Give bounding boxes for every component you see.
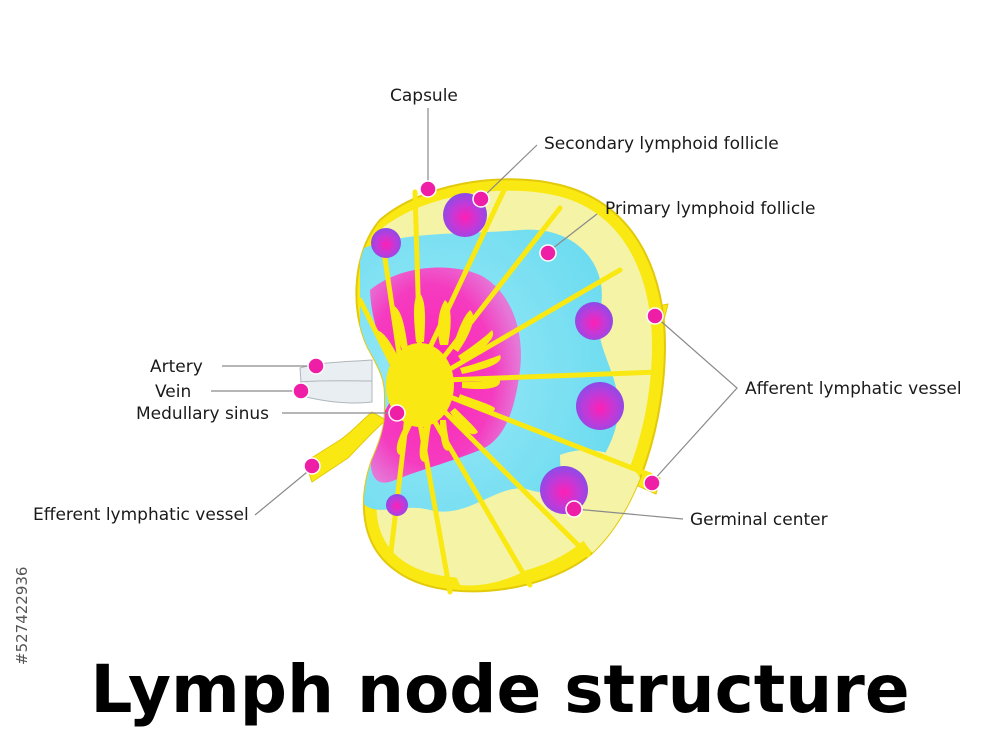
germinal-center-marker bbox=[565, 500, 583, 518]
afferent-top-marker bbox=[646, 307, 664, 325]
label-primary-follicle: Primary lymphoid follicle bbox=[605, 199, 815, 219]
afferent-bottom-marker bbox=[643, 474, 661, 492]
secondary-follicle-marker bbox=[472, 190, 490, 208]
label-medullary-sinus: Medullary sinus bbox=[136, 404, 269, 424]
label-efferent: Efferent lymphatic vessel bbox=[33, 505, 249, 525]
leader-lines bbox=[211, 108, 738, 520]
label-afferent: Afferent lymphatic vessel bbox=[745, 379, 962, 399]
vein-marker bbox=[292, 382, 310, 400]
primary-follicle-marker bbox=[539, 244, 557, 262]
efferent-marker bbox=[303, 457, 321, 475]
label-secondary-follicle: Secondary lymphoid follicle bbox=[544, 134, 779, 154]
artery-marker bbox=[307, 357, 325, 375]
label-capsule: Capsule bbox=[390, 86, 458, 106]
capsule-marker bbox=[419, 180, 437, 198]
stock-id: #527422936 bbox=[13, 567, 31, 665]
label-markers bbox=[292, 180, 664, 518]
medullary-sinus-marker bbox=[388, 404, 406, 422]
lymph-node bbox=[355, 178, 667, 595]
label-germinal-center: Germinal center bbox=[690, 510, 828, 530]
page-title: Lymph node structure bbox=[90, 651, 909, 728]
label-artery: Artery bbox=[150, 357, 203, 377]
label-vein: Vein bbox=[155, 382, 191, 402]
